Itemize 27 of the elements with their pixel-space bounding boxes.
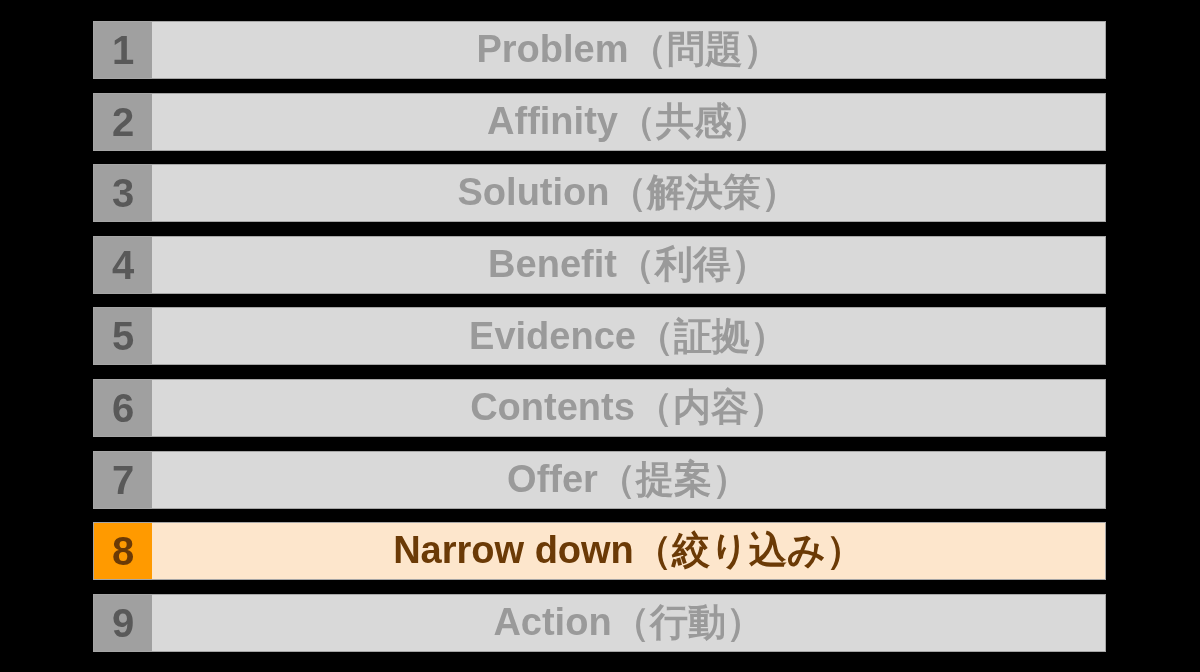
- step-label: Offer（提案）: [507, 457, 750, 502]
- step-label: Evidence（証拠）: [469, 314, 788, 359]
- step-label: Affinity（共感）: [487, 99, 770, 144]
- highlighted-step-band: [93, 522, 1106, 581]
- step-label: Benefit（利得）: [488, 242, 769, 287]
- step-band: [93, 379, 1106, 437]
- step-number: 5: [94, 308, 152, 365]
- step-label: Narrow down（絞り込み）: [393, 529, 864, 574]
- step-number: 3: [94, 165, 152, 222]
- step-number: 6: [94, 380, 152, 436]
- step-label: Action（行動）: [493, 600, 764, 645]
- step-label: Contents（内容）: [470, 386, 787, 430]
- step-band: [93, 593, 1106, 652]
- step-number: 1: [94, 22, 152, 78]
- step-number: 9: [94, 594, 152, 651]
- step-band: [93, 235, 1106, 294]
- step-label: Solution（解決策）: [457, 171, 800, 216]
- step-band: [93, 21, 1106, 79]
- step-label: Problem（問題）: [476, 28, 781, 72]
- step-number: 8: [94, 523, 152, 580]
- step-number: 2: [94, 93, 152, 150]
- step-number: 4: [94, 236, 152, 293]
- step-band: [93, 92, 1106, 151]
- step-band: [93, 164, 1106, 223]
- step-band: [93, 450, 1106, 509]
- step-band: [93, 307, 1106, 366]
- step-number: 7: [94, 451, 152, 508]
